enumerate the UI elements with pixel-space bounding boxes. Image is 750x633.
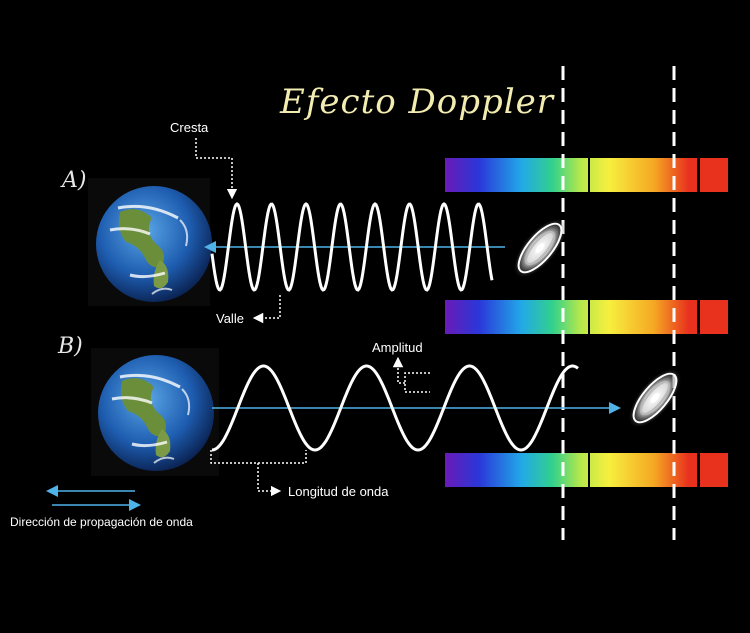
- amplitude-bracket: [404, 372, 430, 393]
- propagation-caption: Dirección de propagación de onda: [10, 515, 193, 529]
- wavelength-pointer: [257, 463, 282, 497]
- wave-long-wavelength: [211, 364, 579, 452]
- amplitude-pointer: [392, 356, 405, 384]
- panel-label-b: B): [58, 334, 83, 359]
- wavelength-label: Longitud de onda: [288, 484, 389, 499]
- diagram-title: Efecto Doppler: [280, 82, 555, 122]
- amplitude-label: Amplitud: [372, 340, 423, 355]
- wave-short-wavelength: [210, 202, 494, 292]
- spectrum-bar-top: [445, 158, 728, 192]
- spectrum-bar-bottom: [445, 453, 728, 487]
- crest-label: Cresta: [170, 120, 209, 135]
- panel-label-a: A): [62, 168, 87, 193]
- crest-pointer: [195, 138, 238, 200]
- earth-icon: [88, 178, 212, 306]
- trough-label: Valle: [216, 311, 244, 326]
- trough-pointer: [252, 295, 281, 324]
- galaxy-icon: [628, 368, 682, 428]
- galaxy-icon: [513, 218, 567, 278]
- spectrum-bar-middle: [445, 300, 728, 334]
- earth-icon: [91, 348, 219, 476]
- wavelength-bracket: [210, 450, 307, 464]
